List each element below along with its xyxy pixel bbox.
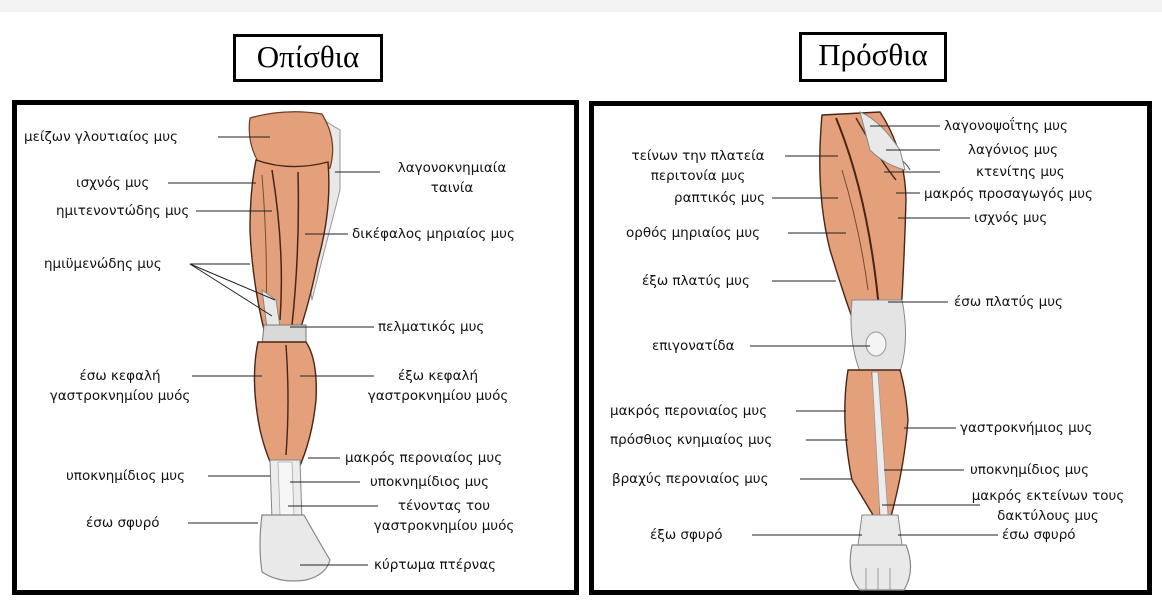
label-vastus-medialis: έσω πλατύς μυς xyxy=(954,293,1063,311)
label-rectus-femoris: ορθός μηριαίος μυς xyxy=(626,224,760,242)
label-patella: επιγονατίδα xyxy=(652,337,735,355)
label-gracilis-front: ισχνός μυς xyxy=(974,209,1047,227)
label-soleus-left: υποκνημίδιος μυς xyxy=(66,467,185,485)
label-psoas: λαγόνιος μυς xyxy=(968,141,1058,159)
label-peroneus-longus-back: μακρός περονιαίος μυς xyxy=(345,449,502,467)
label-adductor-longus: μακρός προσαγωγός μυς xyxy=(924,185,1093,203)
label-semitendinosus: ημιτενοντώδης μυς xyxy=(56,202,189,220)
label-gracilis-back: ισχνός μυς xyxy=(76,174,149,192)
label-sartorius: ραπτικός μυς xyxy=(674,189,765,207)
label-medial-head: έσω κεφαλή γαστροκνημίου μυός xyxy=(40,366,200,406)
front-leg-figure xyxy=(820,112,911,590)
label-peroneus-brevis: βραχύς περονιαίος μυς xyxy=(612,470,769,488)
label-tibialis-anterior: πρόσθιος κνημιαίος μυς xyxy=(610,431,772,449)
label-iliotibial-band: λαγονοκνημιαία ταινία xyxy=(384,158,520,198)
back-heel-shape xyxy=(260,515,330,581)
label-peroneus-longus-front: μακρός περονιαίος μυς xyxy=(610,402,767,420)
back-leg-figure xyxy=(249,112,340,581)
label-soleus-front: υποκνημίδιος μυς xyxy=(970,461,1089,479)
label-plantaris: πελματικός μυς xyxy=(378,318,484,336)
label-extensor-digitorum: μακρός εκτείνων τους δακτύλους μυς xyxy=(960,486,1136,526)
label-pectineus: κτενίτης μυς xyxy=(976,163,1065,181)
label-medial-malleolus-back: έσω σφυρό xyxy=(86,514,160,532)
front-foot-shape xyxy=(850,545,910,590)
label-gluteus-maximus: μείζων γλουτιαίος μυς xyxy=(24,128,178,146)
label-vastus-lateralis: έξω πλατύς μυς xyxy=(642,272,750,290)
back-thigh-shape xyxy=(250,160,329,330)
label-calcaneal-tuberosity: κύρτωμα πτέρνας xyxy=(374,556,496,574)
back-calf-shape xyxy=(254,342,316,470)
label-medial-malleolus-front: έσω σφυρό xyxy=(1002,526,1076,544)
label-iliopsoas: λαγονοψοΐτης μυς xyxy=(944,117,1068,135)
label-soleus-right: υποκνημίδιος μυς xyxy=(370,473,489,491)
label-biceps-femoris: δικέφαλος μηριαίος μυς xyxy=(352,225,538,243)
label-lateral-head: έξω κεφαλή γαστροκνημίου μυός xyxy=(350,366,526,406)
label-lateral-malleolus: έξω σφυρό xyxy=(650,526,723,544)
label-tensor-fasciae-latae: τείνων την πλατεία περιτονία μυς xyxy=(614,146,782,186)
label-semimembranosus: ημιϋμενώδης μυς xyxy=(44,255,162,273)
label-achilles-tendon: τένοντας του γαστροκνημίου μυός xyxy=(356,496,532,536)
label-gastrocnemius: γαστροκνήμιος μυς xyxy=(960,419,1092,437)
